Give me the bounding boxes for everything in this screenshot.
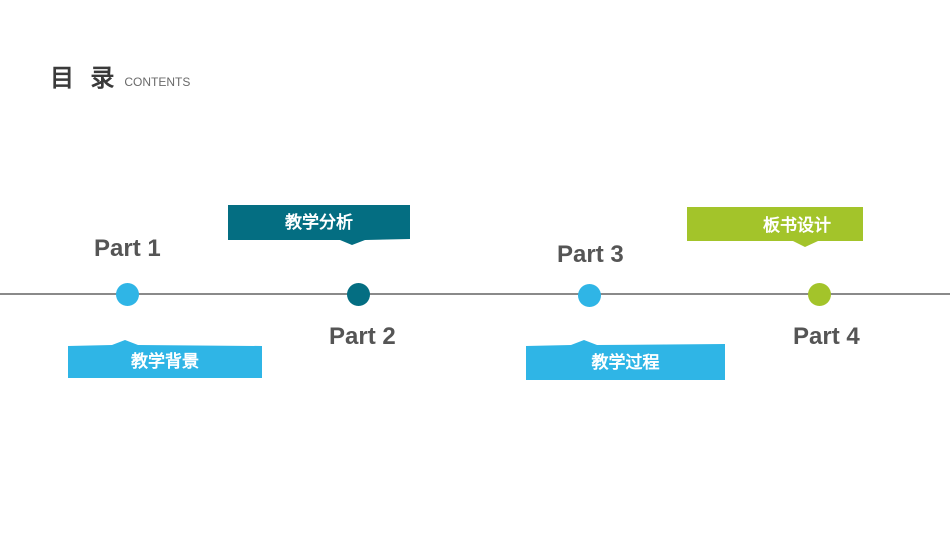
title-subtitle: CONTENTS xyxy=(124,75,191,89)
section-tag-1[interactable]: 教学背景 xyxy=(68,340,262,378)
tag-shape xyxy=(526,340,725,380)
section-tag-2[interactable]: 教学分析 xyxy=(228,205,410,245)
section-tag-1-label: 教学背景 xyxy=(131,351,199,372)
part-2-marker xyxy=(347,283,370,306)
page-title: 目 录 CONTENTS xyxy=(50,58,190,93)
part-3-marker xyxy=(578,284,601,307)
part-1-marker xyxy=(116,283,139,306)
title-text: 目 录 xyxy=(50,64,119,92)
part-1-label: Part 1 xyxy=(94,235,161,262)
tag-shape xyxy=(228,205,410,245)
section-tag-2-label: 教学分析 xyxy=(285,212,353,233)
section-tag-3[interactable]: 教学过程 xyxy=(526,340,725,380)
part-4-marker xyxy=(808,283,831,306)
tag-shape xyxy=(68,340,262,378)
part-3-label: Part 3 xyxy=(557,241,624,268)
part-2-label: Part 2 xyxy=(329,323,396,350)
section-tag-4-label: 板书设计 xyxy=(763,215,831,236)
tag-shape xyxy=(687,207,863,247)
section-tag-3-label: 教学过程 xyxy=(591,352,660,373)
section-tag-4[interactable]: 板书设计 xyxy=(687,207,863,247)
part-4-label: Part 4 xyxy=(793,323,860,350)
timeline-axis xyxy=(0,293,950,295)
